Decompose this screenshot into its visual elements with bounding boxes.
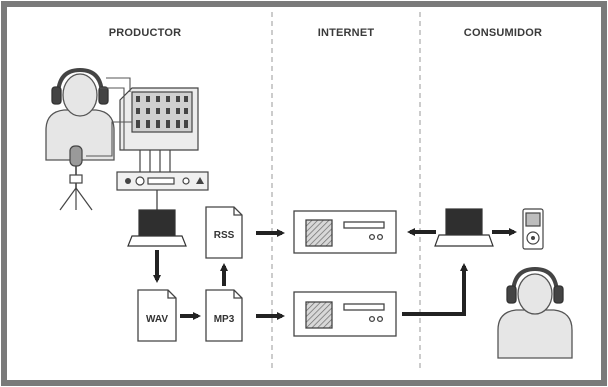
section-title-internet: INTERNET — [318, 27, 375, 39]
wav-file-label: WAV — [146, 314, 168, 325]
media-server-icon — [293, 291, 397, 337]
section-title-producer: PRODUCTOR — [109, 27, 182, 39]
consumer-flow-arrows — [402, 228, 517, 316]
audio-cables — [86, 77, 132, 157]
rss-server-icon — [293, 210, 397, 254]
producer-laptop-icon — [127, 209, 187, 247]
producer-flow-arrows — [153, 229, 285, 320]
section-title-consumer: CONSUMIDOR — [464, 27, 542, 39]
rss-file-label: RSS — [214, 230, 235, 241]
consumer-person-icon — [497, 266, 573, 359]
audio-interface-icon — [116, 171, 209, 191]
mp3-file-label: MP3 — [214, 314, 235, 325]
wav-file-icon: WAV — [137, 289, 177, 342]
consumer-laptop-icon — [434, 208, 494, 247]
microphone-icon — [59, 145, 93, 211]
rss-file-icon: RSS — [205, 206, 243, 259]
arrow-media-server-to-laptop — [402, 263, 468, 316]
producer-person-icon — [45, 67, 115, 161]
mp3-file-icon: MP3 — [205, 289, 243, 342]
media-player-icon — [522, 208, 544, 250]
